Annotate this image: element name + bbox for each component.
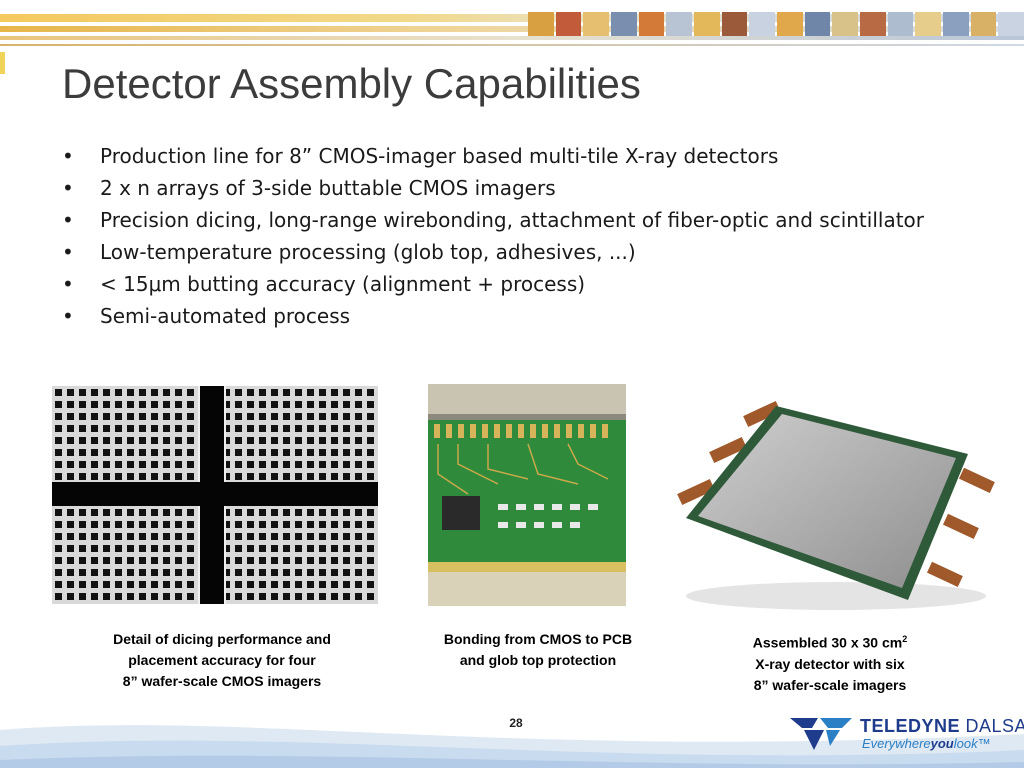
bullet-marker: • bbox=[62, 144, 74, 168]
bullet-list: •Production line for 8” CMOS-imager base… bbox=[62, 143, 962, 335]
bullet-item: •Production line for 8” CMOS-imager base… bbox=[62, 144, 779, 168]
logo-brand-name: TELEDYNE DALSA bbox=[860, 716, 1024, 736]
slide-title: Detector Assembly Capabilities bbox=[62, 60, 641, 107]
caption-bonding: Bonding from CMOS to PCB and glob top pr… bbox=[443, 631, 633, 668]
bullet-marker: • bbox=[62, 272, 74, 296]
bullet-item: •2 x n arrays of 3-side buttable CMOS im… bbox=[62, 176, 556, 200]
pcb-bonding-photo bbox=[428, 384, 626, 606]
logo-mark-icon bbox=[790, 718, 852, 750]
caption-assembled: Assembled 30 x 30 cm2 X-ray detector wit… bbox=[752, 634, 908, 693]
footer-wave-decoration bbox=[0, 725, 1024, 768]
bullet-item: •< 15μm butting accuracy (alignment + pr… bbox=[62, 272, 586, 296]
bullet-marker: • bbox=[62, 240, 74, 264]
header-decoration bbox=[0, 0, 1024, 48]
page-number: 28 bbox=[509, 716, 523, 730]
logo-tagline: Everywhereyoulook™ bbox=[862, 736, 991, 751]
bullet-marker: • bbox=[62, 176, 74, 200]
bullet-marker: • bbox=[62, 208, 74, 232]
header-image-strip bbox=[528, 12, 1024, 36]
caption-dicing: Detail of dicing performance and placeme… bbox=[113, 631, 331, 689]
bullet-item: •Precision dicing, long-range wirebondin… bbox=[62, 208, 925, 232]
bullet-item: •Low-temperature processing (glob top, a… bbox=[62, 240, 636, 264]
assembled-detector-photo bbox=[676, 400, 998, 614]
accent-mark bbox=[0, 52, 5, 74]
dicing-detail-photo bbox=[52, 386, 378, 604]
teledyne-dalsa-logo: TELEDYNE DALSA Everywhereyoulook™ bbox=[790, 714, 1024, 754]
bullet-marker: • bbox=[62, 304, 74, 328]
bullet-item: •Semi-automated process bbox=[62, 304, 351, 328]
